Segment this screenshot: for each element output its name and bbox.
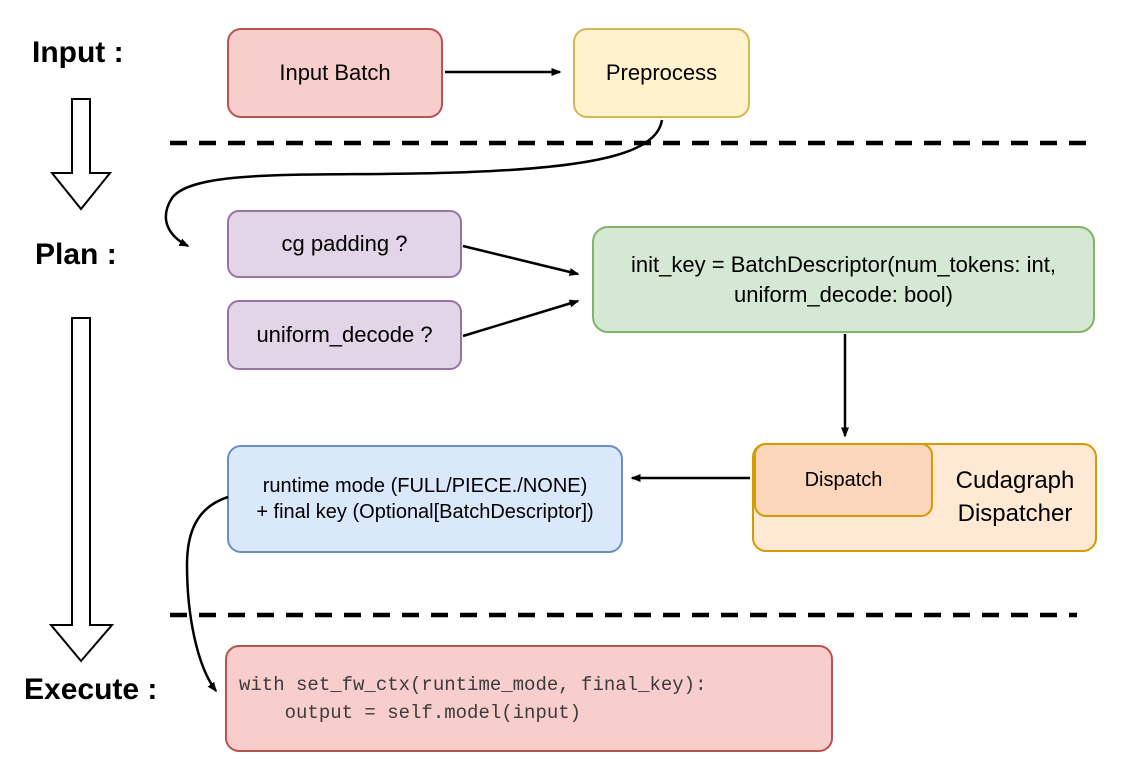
node-runtime-result-line1: runtime mode (FULL/PIECE./NONE) xyxy=(262,474,588,497)
node-init-key-line2: uniform_decode: bool) xyxy=(734,281,953,307)
node-preprocess-label: Preprocess xyxy=(605,60,718,86)
node-init-key: init_key = BatchDescriptor(num_tokens: i… xyxy=(592,226,1095,333)
node-cg-padding-label: cg padding ? xyxy=(281,231,408,257)
connector-uniformdecode-initkey xyxy=(462,299,580,338)
node-runtime-result-line2: + final key (Optional[BatchDescriptor]) xyxy=(256,501,594,523)
node-uniform-decode: uniform_decode ? xyxy=(227,300,462,370)
stage-arrow-plan-to-execute xyxy=(48,317,115,663)
execute-code-line2: output = self.model(input) xyxy=(239,701,582,724)
connector-runtimeresult-executecode xyxy=(185,495,229,693)
node-runtime-result: runtime mode (FULL/PIECE./NONE) + final … xyxy=(227,445,623,553)
node-preprocess: Preprocess xyxy=(573,28,750,118)
node-input-batch-label: Input Batch xyxy=(279,60,391,86)
node-cudagraph-dispatcher-label: Cudagraph Dispatcher xyxy=(935,464,1095,530)
node-execute-code: with set_fw_ctx(runtime_mode, final_key)… xyxy=(225,645,833,752)
execute-code-line1: with set_fw_ctx(runtime_mode, final_key)… xyxy=(239,673,707,696)
connector-cgpadding-initkey xyxy=(462,244,580,276)
node-uniform-decode-label: uniform_decode ? xyxy=(256,322,433,348)
node-init-key-line1: init_key = BatchDescriptor(num_tokens: i… xyxy=(631,252,1056,278)
stage-label-input: Input : xyxy=(32,36,124,69)
node-input-batch: Input Batch xyxy=(227,28,443,118)
node-cg-padding: cg padding ? xyxy=(227,210,462,278)
stage-label-plan: Plan : xyxy=(35,238,117,271)
cudagraph-label-line1: Cudagraph xyxy=(955,467,1075,494)
stage-arrow-input-to-plan xyxy=(49,98,113,211)
node-dispatch-label: Dispatch xyxy=(804,468,883,491)
stage-label-execute: Execute : xyxy=(24,673,158,706)
cudagraph-label-line2: Dispatcher xyxy=(957,500,1073,527)
node-dispatch: Dispatch xyxy=(754,443,933,517)
